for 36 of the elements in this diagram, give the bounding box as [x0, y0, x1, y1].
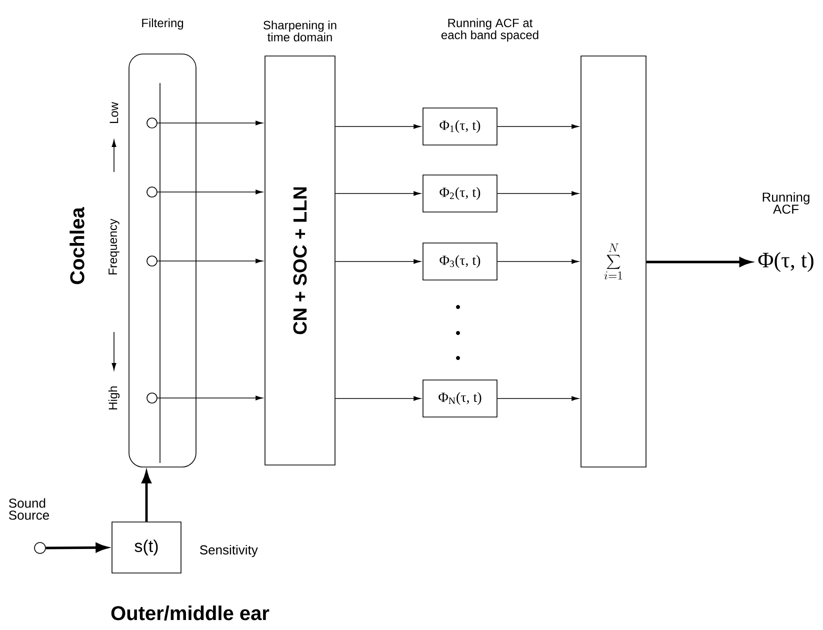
arrow	[335, 396, 421, 401]
bottom-title: Outer/middle ear	[111, 606, 270, 620]
axis-label: Frequency	[108, 218, 120, 274]
axis-label: High	[108, 386, 120, 410]
source-label: Sound Source	[9, 498, 49, 520]
node-label: Filtering	[142, 18, 184, 30]
acf-box: Φ$_{N}$(τ, t)	[422, 380, 498, 418]
process-box: s(t)	[112, 522, 182, 574]
side-label: Sensitivity	[200, 544, 258, 558]
tap-circle	[146, 118, 158, 128]
filter-box: Filtering	[128, 18, 196, 468]
arrow	[335, 191, 421, 196]
column-heading: Running ACF at each band spaced	[441, 18, 538, 42]
process-box: CN + SOC + LLN Sharpening in time domain	[264, 20, 336, 466]
output-label: Running ACF Φ(τ, t)	[758, 192, 814, 272]
arrow	[157, 190, 263, 194]
source-circle	[34, 542, 46, 554]
arrow	[157, 258, 263, 264]
arrow	[497, 191, 579, 196]
arrow	[497, 124, 579, 129]
tap-circle	[146, 186, 158, 198]
acf-box: Φ$_{2}$(τ, t)	[422, 174, 498, 212]
arrow	[497, 259, 579, 264]
tap-circle	[146, 256, 158, 266]
acf-box: Φ$_{3}$(τ, t)	[422, 242, 498, 280]
acf-box: Φ$_{1}$(τ, t)	[422, 108, 498, 146]
summation-box: $\sum_{i=1}^{N}$	[580, 56, 646, 468]
arrow	[497, 396, 579, 401]
axis-label: Low	[110, 102, 118, 124]
side-title: Cochlea	[70, 206, 84, 284]
arrow	[335, 259, 421, 264]
node-label: Sharpening in time domain	[264, 20, 336, 42]
arrow	[157, 396, 263, 400]
arrow	[157, 120, 263, 126]
arrow	[335, 124, 421, 129]
tap-circle	[146, 392, 158, 404]
